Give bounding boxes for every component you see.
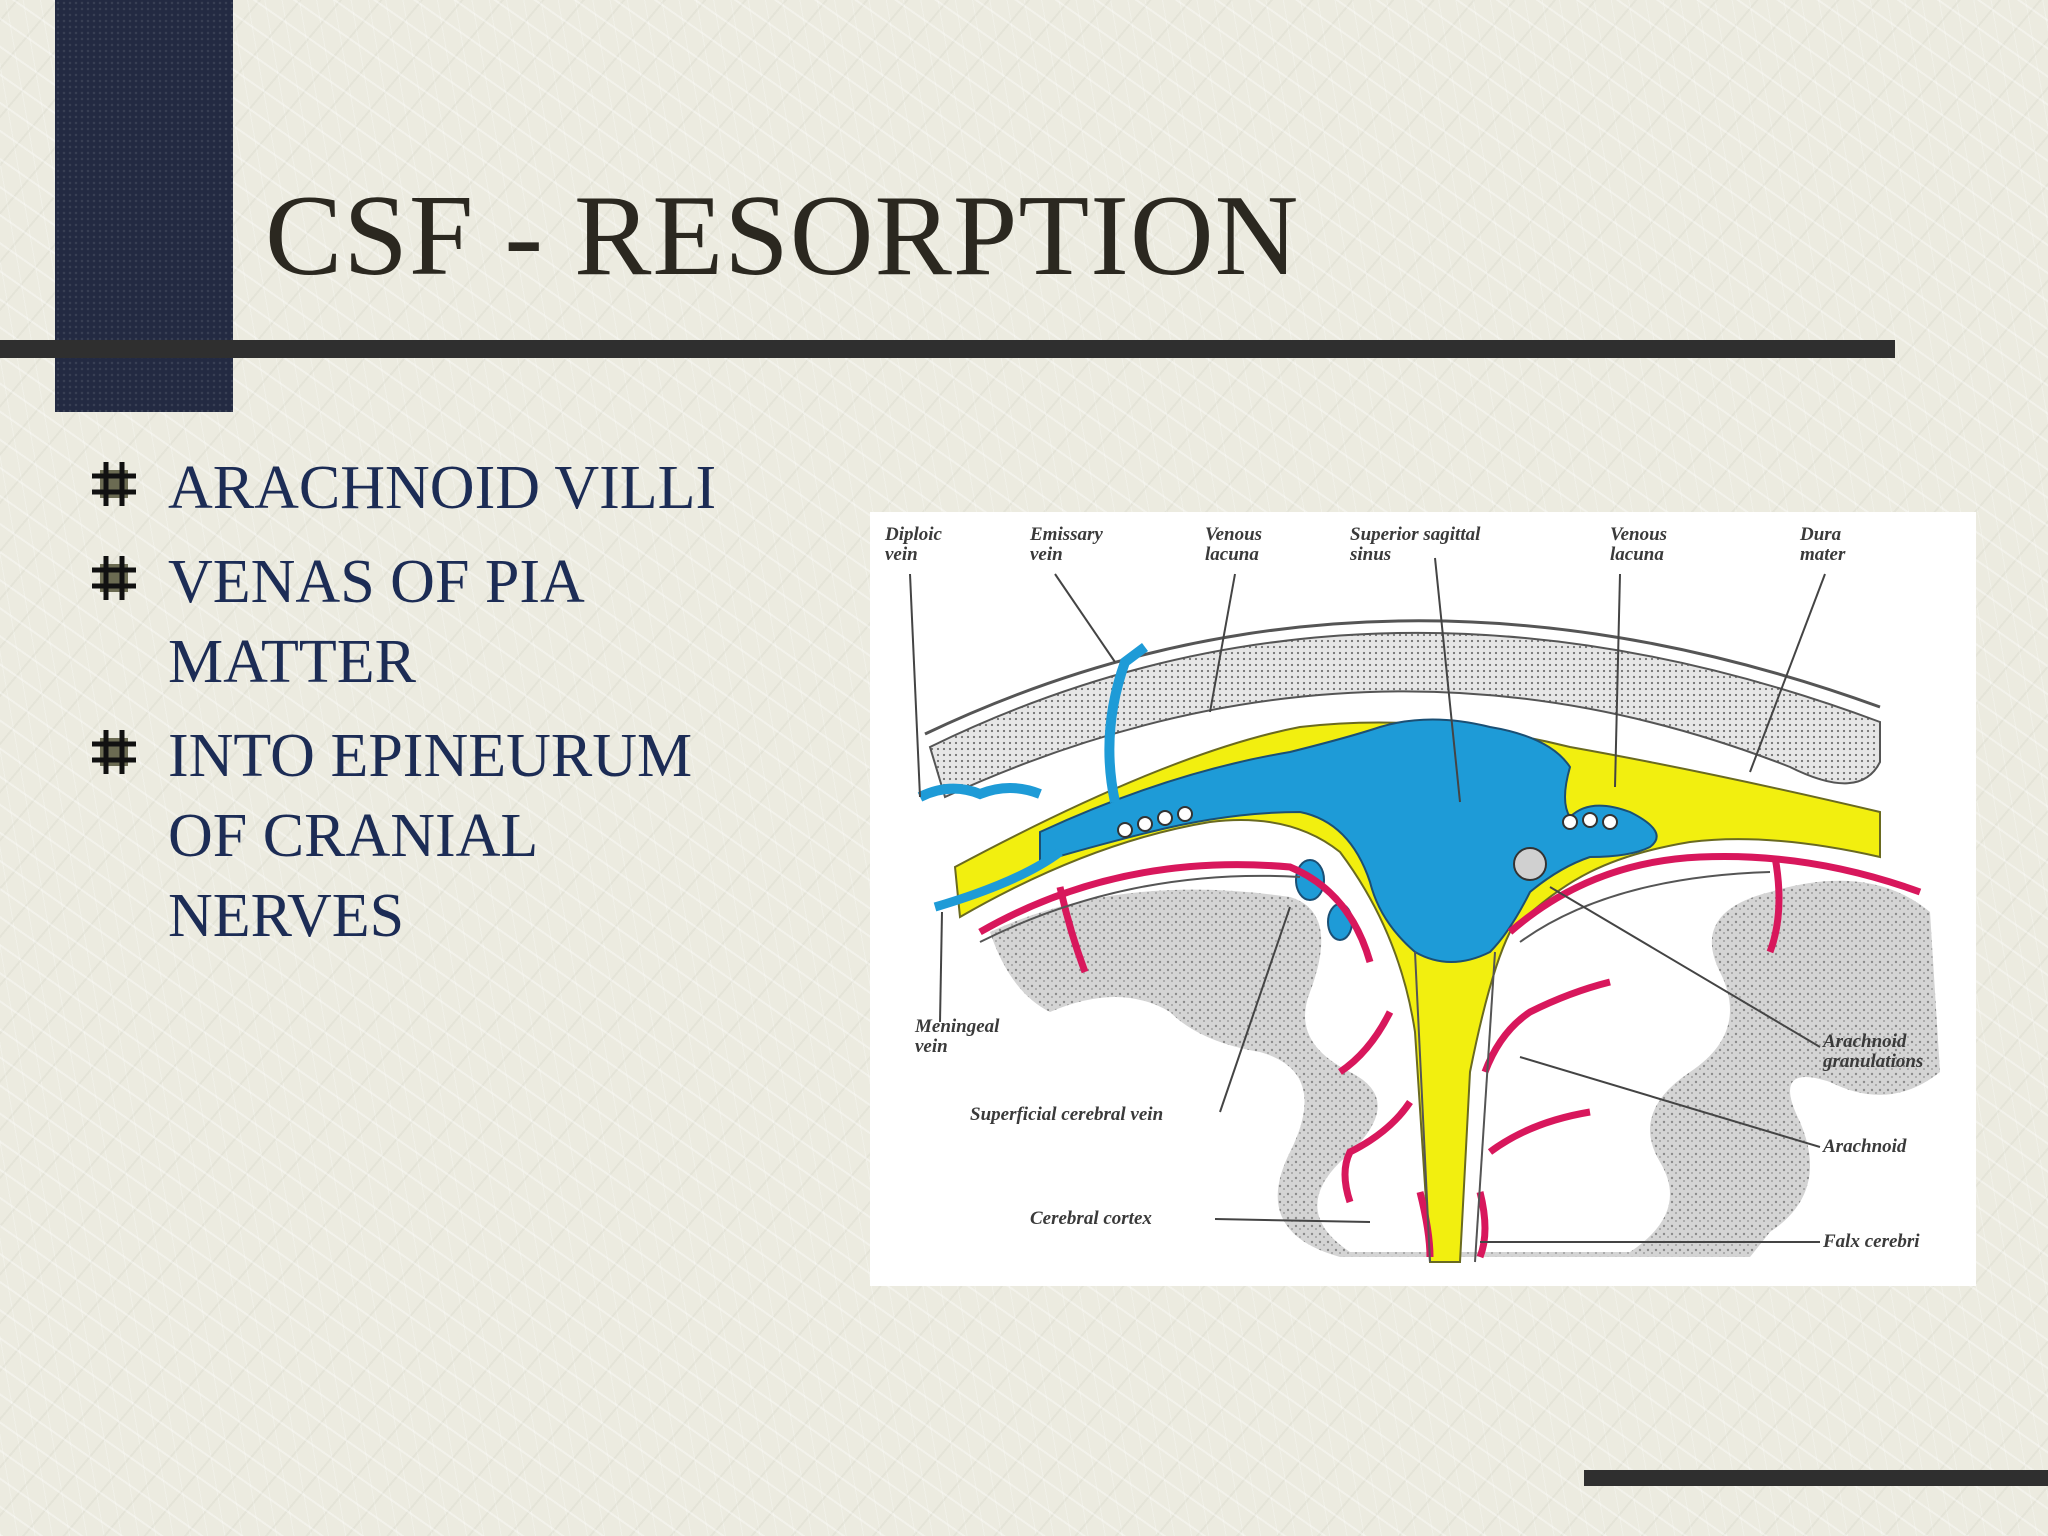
cerebral-cortex-shape (990, 880, 1940, 1257)
label-line: Dura (1799, 524, 1842, 545)
label-line: mater (1800, 544, 1846, 565)
label-line: vein (915, 1036, 948, 1057)
bullet-list: ARACHNOID VILLI VENAS OF PIA MATTER INTO… (92, 448, 792, 970)
slide-title: CSF - RESORPTION (265, 172, 1300, 300)
cortical-vessels-red (978, 852, 1922, 1259)
skull-outer-line (924, 619, 1881, 736)
label-arachnoid: Arachnoid (1822, 1136, 1907, 1157)
bullet-item: INTO EPINEURUM OF CRANIAL NERVES (92, 716, 792, 956)
label-line: Venous (1205, 524, 1262, 545)
label-line: lacuna (1205, 544, 1259, 565)
label-line: Arachnoid (1822, 1031, 1907, 1052)
skull-bone (928, 631, 1881, 799)
bullet-text: ARACHNOID VILLI (168, 454, 717, 522)
label-cerebral-cortex: Cerebral cortex (1030, 1208, 1152, 1229)
label-superficial-cerebral-vein: Superficial cerebral vein (970, 1104, 1163, 1125)
label-line: Emissary (1029, 524, 1103, 545)
bullet-text: INTO EPINEURUM OF CRANIAL NERVES (168, 722, 693, 950)
label-line: vein (1030, 544, 1063, 565)
bullet-text: VENAS OF PIA MATTER (168, 548, 585, 696)
label-line: Superior sagittal (1350, 524, 1481, 545)
hash-bullet-icon (92, 462, 136, 506)
falx-cerebri-lines (979, 871, 1771, 1263)
label-line: sinus (1349, 544, 1391, 565)
hash-bullet-icon (92, 730, 136, 774)
label-line: vein (885, 544, 918, 565)
label-line: Meningeal (914, 1016, 1000, 1037)
label-line: Venous (1610, 524, 1667, 545)
emissary-vein-blue (1104, 643, 1148, 804)
diploic-vein-blue (917, 783, 1042, 802)
bullet-item: ARACHNOID VILLI (92, 448, 792, 528)
label-falx-cerebri: Falx cerebri (1822, 1231, 1920, 1252)
label-line: lacuna (1610, 544, 1664, 565)
hash-bullet-icon (92, 556, 136, 600)
superior-sagittal-sinus-blue (1039, 718, 1658, 963)
bullet-item: VENAS OF PIA MATTER (92, 542, 792, 702)
label-line: Diploic (884, 524, 943, 545)
label-line: granulations (1822, 1051, 1923, 1072)
bottom-divider (1584, 1470, 2048, 1486)
meningeal-vein-blue (933, 848, 1063, 912)
arachnoid-granulations-shapes (1117, 806, 1618, 881)
title-divider (0, 340, 1895, 358)
label-leader-lines (909, 557, 1826, 1243)
